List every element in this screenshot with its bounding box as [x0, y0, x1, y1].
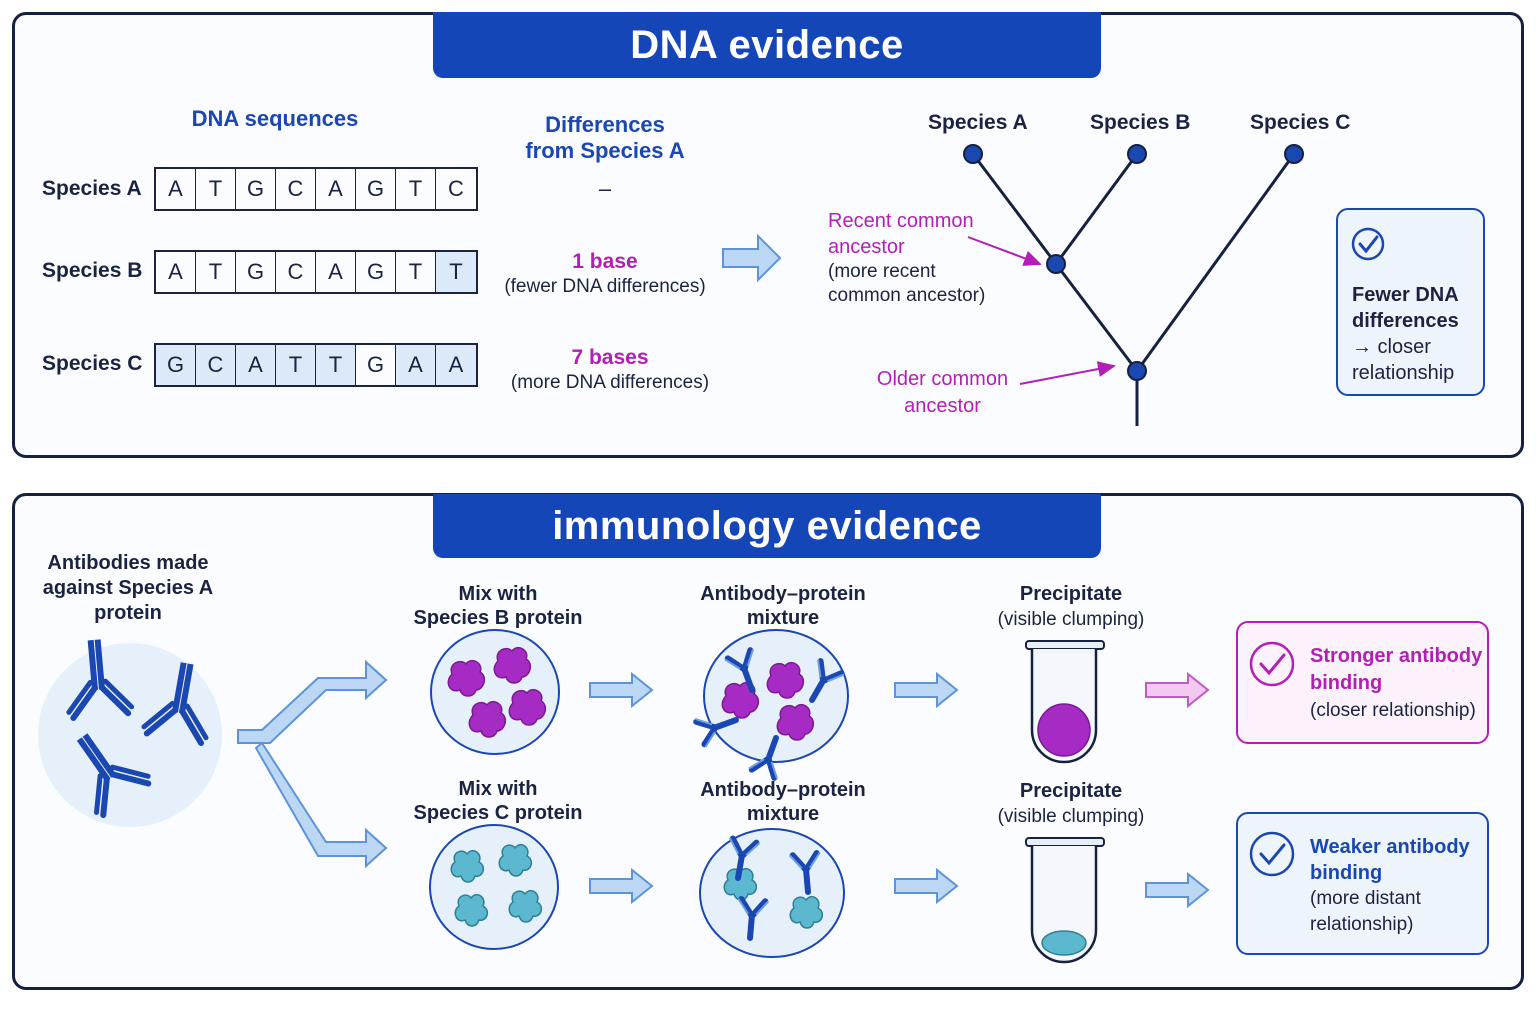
older-common-ancestor-label: Older common ancestor	[876, 368, 1009, 417]
weaker-binding-box: Weaker antibody binding (more distant re…	[1236, 812, 1489, 955]
flow-arrow	[1145, 873, 1209, 907]
tree-node-c	[1284, 144, 1304, 164]
precipitate-c-label: Precipitate (visible clumping)	[997, 780, 1145, 827]
species-b-difference: 1 base (fewer DNA differences)	[504, 250, 706, 297]
base-cell: G	[156, 345, 196, 385]
phylogenetic-tree	[971, 153, 1296, 426]
precipitate-b-label: Precipitate (visible clumping)	[997, 583, 1145, 630]
check-icon	[1351, 227, 1385, 261]
dna-conclusion-box: Fewer DNA differences → closer relations…	[1336, 208, 1485, 396]
base-cell: A	[436, 345, 476, 385]
branching-arrow	[237, 659, 388, 869]
tree-node-older-ancestor	[1127, 361, 1147, 381]
base-cell: C	[448, 176, 464, 201]
tree-leaf-species-a: Species A	[928, 111, 1028, 134]
stronger-binding-box: Stronger antibody binding (closer relati…	[1236, 621, 1489, 744]
base-cell: A	[316, 252, 356, 292]
antibody-source-circle	[38, 637, 222, 827]
species-c-difference: 7 bases (more DNA differences)	[510, 346, 710, 393]
base-cell: G	[236, 169, 276, 209]
test-tube-c	[1025, 837, 1105, 964]
dna-flow-arrow	[722, 233, 782, 283]
differences-heading: Differences from Species A	[525, 112, 685, 163]
recent-common-ancestor-label: Recent common ancestor (more recent comm…	[828, 210, 986, 306]
base-cell: C	[276, 169, 316, 209]
base-cell: T	[436, 252, 476, 292]
flow-arrow	[894, 673, 958, 707]
base-cell: A	[396, 345, 436, 385]
tree-node-b	[1127, 144, 1147, 164]
base-cell: G	[356, 345, 396, 385]
species-c-protein-dish	[429, 824, 559, 950]
base-cell: T	[396, 252, 436, 292]
tree-leaf-species-c: Species C	[1250, 111, 1351, 134]
species-b-protein-dish	[430, 629, 560, 755]
base-cell: T	[196, 169, 236, 209]
older-ancestor-pointer	[1019, 361, 1116, 385]
tree-nodes	[963, 144, 1304, 381]
base-cell: A	[236, 345, 276, 385]
mixture-b-dish	[695, 629, 849, 779]
base-cell: G	[356, 252, 396, 292]
species-a-label: Species A	[42, 177, 142, 200]
base-cell: C	[196, 345, 236, 385]
dna-conclusion-text: Fewer DNA differences → closer relations…	[1352, 284, 1459, 384]
flow-arrow-magenta	[1145, 671, 1210, 709]
flow-arrow	[589, 869, 653, 903]
dna-sequences-heading: DNA sequences	[191, 106, 359, 131]
test-tube-b	[1025, 640, 1105, 764]
mixture-c-dish	[699, 828, 845, 958]
flow-arrow	[894, 869, 958, 903]
check-icon	[1249, 641, 1295, 687]
antibodies-label: Antibodies made against Species A protei…	[42, 552, 214, 624]
recent-ancestor-pointer	[967, 236, 1042, 266]
base-cell: A	[156, 169, 196, 209]
purple-precipitate	[1037, 703, 1091, 757]
tree-node-a	[963, 144, 983, 164]
teal-precipitate	[1041, 930, 1087, 956]
dna-evidence-title: DNA evidence	[433, 12, 1101, 78]
immunology-evidence-title: immunology evidence	[433, 494, 1101, 558]
flow-arrow	[589, 673, 653, 707]
base-cell: T	[316, 345, 356, 385]
species-c-label: Species C	[42, 352, 143, 375]
stronger-binding-text: Stronger antibody binding (closer relati…	[1310, 645, 1483, 721]
base-cell: A	[316, 169, 356, 209]
base-cell: T	[276, 345, 316, 385]
weaker-binding-text: Weaker antibody binding (more distant re…	[1310, 836, 1470, 935]
base-cell: G	[236, 252, 276, 292]
base-cell: A	[156, 252, 196, 292]
base-cell: C	[276, 252, 316, 292]
species-a-difference: –	[598, 176, 612, 201]
species-b-label: Species B	[42, 259, 143, 282]
base-cell: T	[396, 169, 436, 209]
base-cell: T	[196, 252, 236, 292]
check-icon	[1249, 831, 1295, 877]
tree-node-recent-ancestor	[1046, 254, 1066, 274]
base-cell: G	[356, 169, 396, 209]
tree-leaf-species-b: Species B	[1090, 111, 1191, 134]
